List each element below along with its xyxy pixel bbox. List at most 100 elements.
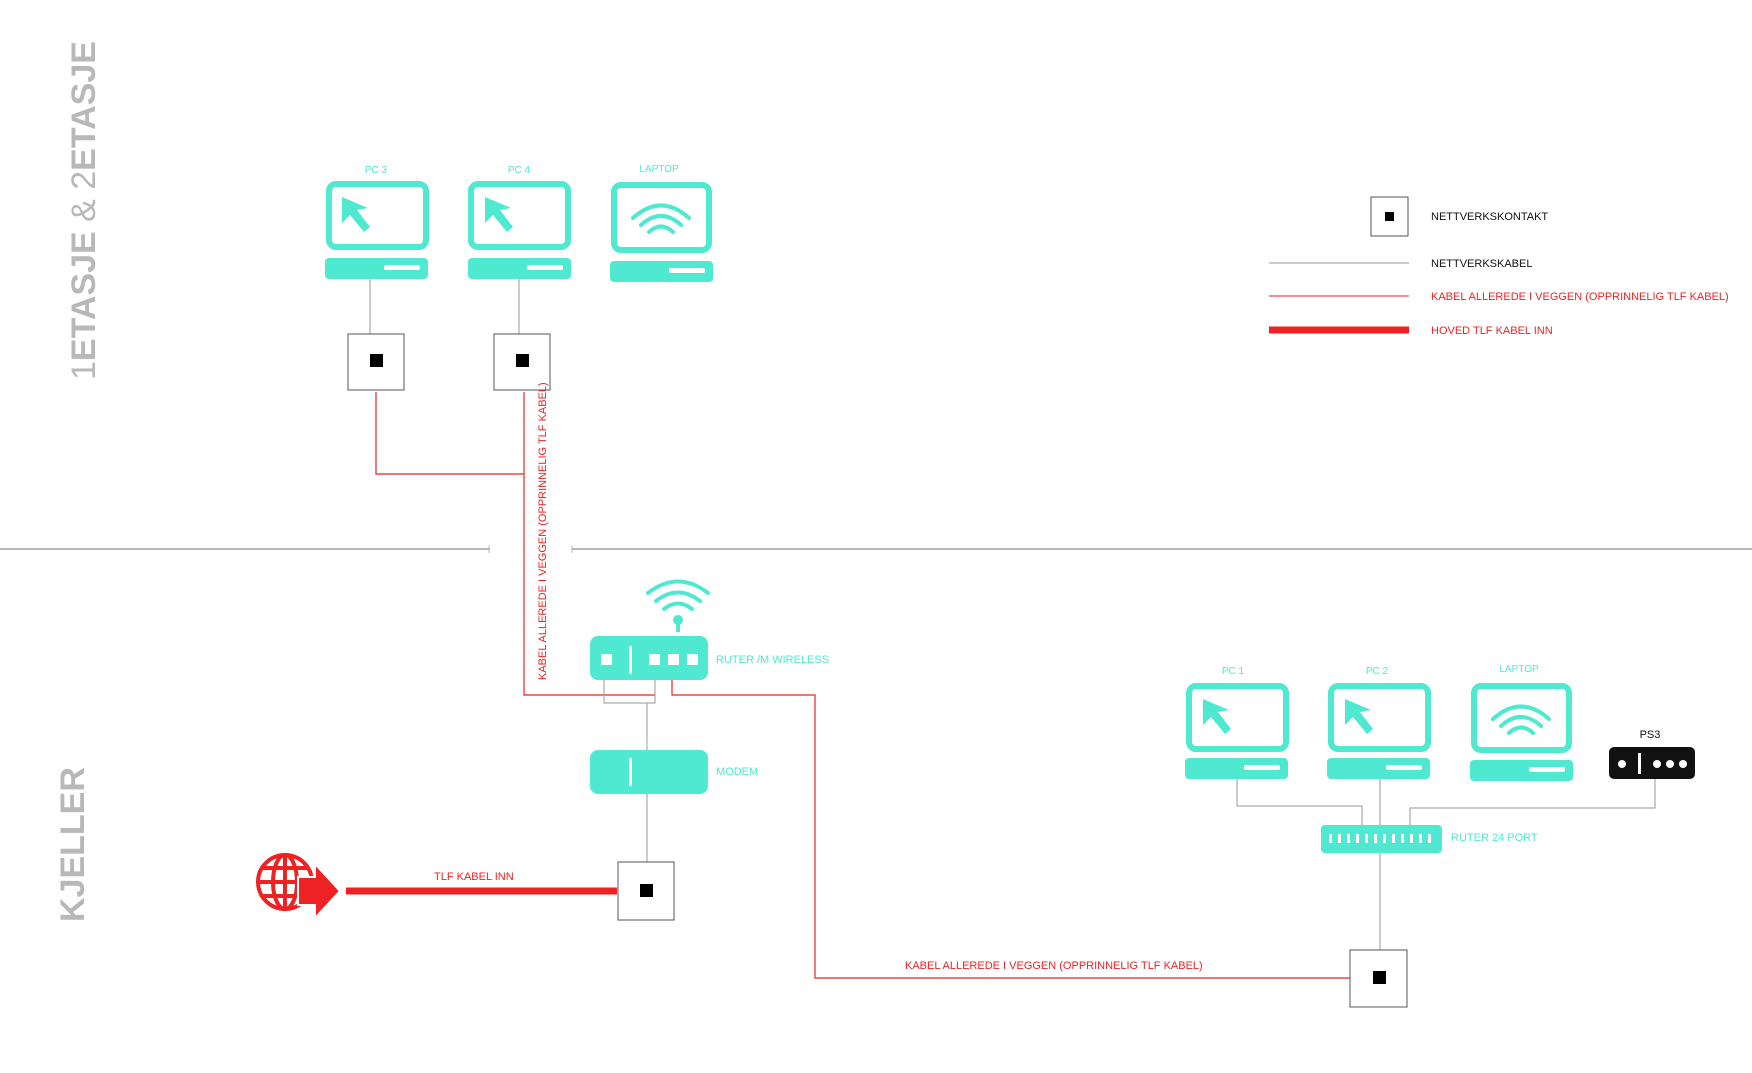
wifi-icon: [631, 203, 691, 234]
divider: [629, 646, 632, 674]
cable-ps3-router24: [1409, 778, 1656, 827]
switch-port: [1419, 834, 1422, 843]
modem[interactable]: MODEM: [590, 750, 758, 794]
network-outlet-basement[interactable]: [1349, 949, 1408, 1008]
bottom-wall-cable-label: KABEL ALLEREDE I VEGGEN (OPPRINNELIG TLF…: [905, 960, 1203, 972]
base-slot: [669, 268, 705, 273]
monitor-icon: [468, 181, 571, 250]
switch-port: [1374, 834, 1377, 843]
switch-port: [1392, 834, 1395, 843]
port: [687, 654, 698, 665]
network-outlet-pc3[interactable]: [347, 333, 405, 391]
pc1-computer[interactable]: PC 1: [1185, 666, 1289, 779]
laptop-screen-icon: [1471, 683, 1572, 753]
legend-outlet-icon: [1370, 196, 1409, 237]
switch-port: [1365, 834, 1368, 843]
legend-outlet-label: NETTVERKSKONTAKT: [1431, 211, 1548, 223]
ps3-console[interactable]: PS3: [1609, 729, 1695, 779]
vertical-wall-cable-label: KABEL ALLEREDE I VEGGEN (OPPRINNELIG TLF…: [537, 382, 549, 680]
floor-label-upper: 1ETASJE & 2ETASJE: [65, 41, 103, 380]
laptop-screen-icon: [611, 182, 712, 253]
keyboard-base: [1327, 758, 1430, 779]
cursor-icon: [342, 197, 370, 232]
laptop-upper[interactable]: LAPTOP: [610, 164, 713, 282]
cable-pc1-router24: [1236, 779, 1363, 827]
cursor-icon: [485, 197, 513, 232]
divider: [629, 758, 632, 786]
base-slot: [527, 265, 563, 270]
ps3-divider: [1638, 753, 1641, 774]
modem-label: MODEM: [716, 766, 758, 778]
floor-num-2: 2: [65, 171, 103, 190]
pc3-computer[interactable]: PC 3: [325, 165, 429, 279]
wall-cable-router-to-basement: [671, 675, 1350, 979]
network-outlet-pc4[interactable]: [493, 333, 551, 391]
internet-globe-icon: [256, 853, 342, 921]
wall-cable-pc3: [375, 392, 524, 475]
ps3-led: [1618, 760, 1626, 768]
floor-label-basement: KJELLER: [54, 767, 92, 922]
cable-router-modem: [603, 675, 656, 704]
laptop-lower-label: LAPTOP: [1499, 664, 1539, 675]
floor-word-1: ETASJE: [65, 231, 103, 361]
laptop-base: [1470, 760, 1573, 781]
floor-amp: &: [65, 190, 103, 232]
ps3-port: [1679, 760, 1687, 768]
keyboard-base: [468, 258, 571, 279]
wall-cable-pc4-to-router: [523, 392, 655, 696]
base-slot: [1529, 767, 1565, 772]
monitor-icon: [1186, 683, 1289, 752]
switch-port: [1428, 834, 1431, 843]
laptop-lower[interactable]: LAPTOP: [1470, 664, 1573, 781]
ps3-body: [1609, 747, 1695, 779]
pc2-label: PC 2: [1366, 666, 1389, 677]
pc2-computer[interactable]: PC 2: [1327, 666, 1431, 779]
monitor-icon: [326, 181, 429, 250]
base-slot: [384, 265, 420, 270]
switch-body: [1321, 825, 1442, 853]
floor-word-2: ETASJE: [65, 41, 103, 171]
floor-num-1: 1: [65, 361, 103, 380]
switch-port: [1347, 834, 1350, 843]
base-slot: [1386, 765, 1422, 770]
ps3-port: [1653, 760, 1661, 768]
wifi-icon: [1491, 704, 1551, 735]
monitor-icon: [1328, 683, 1431, 752]
laptop-base: [610, 261, 713, 282]
port: [601, 654, 612, 665]
router-24-label: RUTER 24 PORT: [1451, 832, 1538, 844]
legend-main-cable-label: HOVED TLF KABEL INN: [1431, 325, 1553, 337]
laptop-upper-label: LAPTOP: [639, 164, 679, 175]
legend-network-cable-label: NETTVERKSKABEL: [1431, 258, 1532, 270]
pc4-label: PC 4: [508, 165, 531, 176]
ps3-label: PS3: [1640, 729, 1661, 741]
pc4-computer[interactable]: PC 4: [468, 165, 571, 279]
wifi-antenna-icon: [646, 579, 710, 632]
network-outlet-modem[interactable]: [617, 861, 675, 921]
switch-port: [1356, 834, 1359, 843]
switch-port: [1329, 834, 1332, 843]
pc1-label: PC 1: [1222, 666, 1245, 677]
legend: NETTVERKSKONTAKT NETTVERKSKABEL KABEL AL…: [1269, 196, 1729, 337]
cursor-icon: [1203, 699, 1231, 734]
switch-port: [1401, 834, 1404, 843]
legend-wall-cable-label: KABEL ALLEREDE I VEGGEN (OPPRINNELIG TLF…: [1431, 291, 1729, 303]
pc3-label: PC 3: [365, 165, 388, 176]
switch-port: [1338, 834, 1341, 843]
router-24-port[interactable]: RUTER 24 PORT: [1321, 825, 1538, 853]
router-wireless[interactable]: RUTER /M WIRELESS: [590, 579, 829, 681]
switch-port: [1410, 834, 1413, 843]
keyboard-base: [1185, 758, 1288, 779]
base-slot: [1244, 765, 1280, 770]
router-wireless-label: RUTER /M WIRELESS: [716, 654, 829, 666]
port: [668, 654, 679, 665]
switch-port: [1383, 834, 1386, 843]
cursor-icon: [1345, 699, 1373, 734]
port: [649, 654, 660, 665]
modem-body: [590, 750, 708, 794]
phone-in-label: TLF KABEL INN: [434, 871, 514, 883]
switch-ports: [1329, 834, 1431, 843]
keyboard-base: [325, 258, 428, 279]
ps3-port: [1666, 760, 1674, 768]
